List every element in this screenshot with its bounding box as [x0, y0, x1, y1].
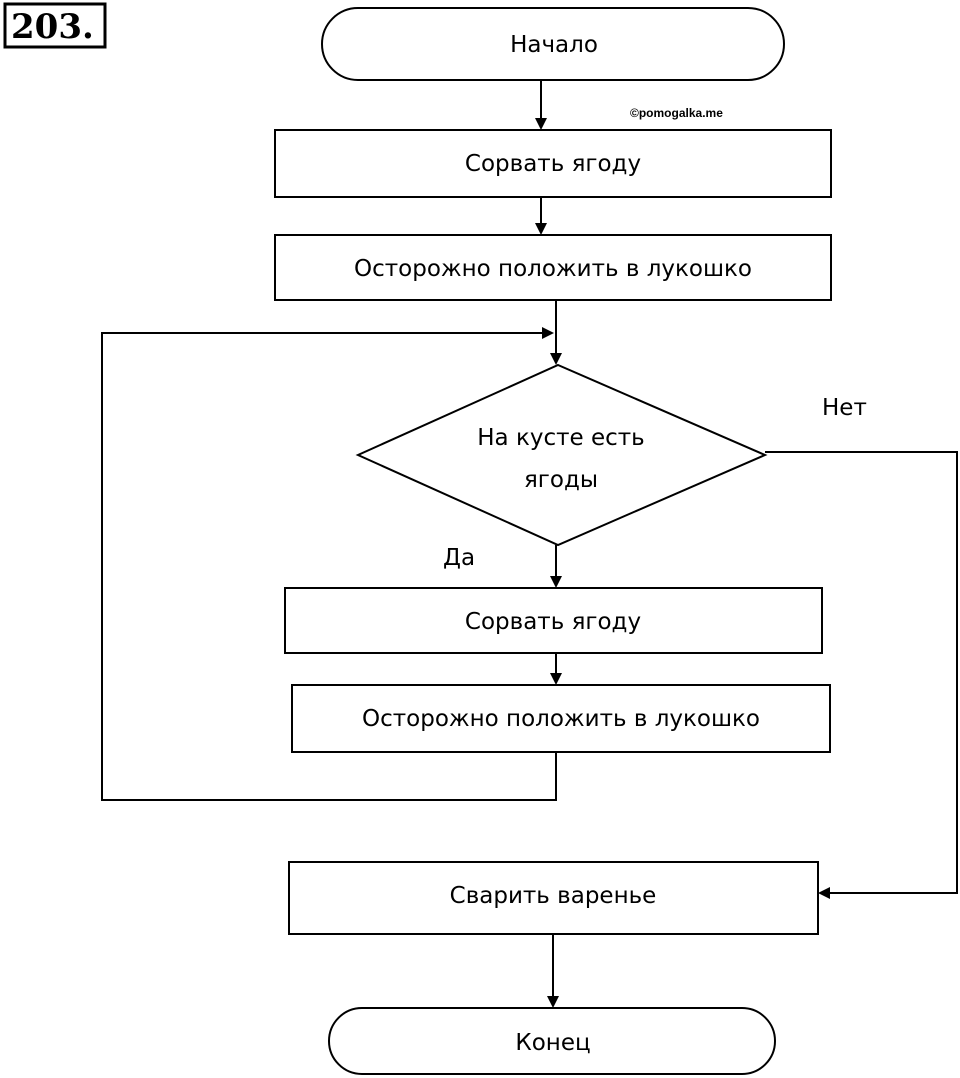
- cook-jam-label: Сварить варенье: [450, 883, 657, 909]
- put-basket-2-label: Осторожно положить в лукошко: [362, 706, 760, 732]
- decision-diamond: На кусте есть ягоды: [355, 363, 768, 547]
- process-put-basket-1: Осторожно положить в лукошко: [274, 234, 832, 301]
- process-pick-berry-1: Сорвать ягоду: [274, 129, 832, 198]
- process-put-basket-2: Осторожно положить в лукошко: [291, 684, 831, 753]
- end-terminator: Конец: [328, 1007, 776, 1075]
- put-basket-1-label: Осторожно положить в лукошко: [354, 256, 752, 282]
- branch-yes-label: Да: [443, 545, 475, 571]
- end-label: Конец: [515, 1030, 590, 1056]
- task-number-badge: 203.: [3, 2, 107, 49]
- decision-label-line2: ягоды: [524, 467, 598, 493]
- watermark-text: ©pomogalka.me: [630, 106, 723, 120]
- process-pick-berry-2: Сорвать ягоду: [284, 587, 823, 654]
- branch-no-label: Нет: [822, 395, 867, 421]
- pick-berry-1-label: Сорвать ягоду: [465, 151, 641, 177]
- decision-label-line1: На кусте есть: [477, 425, 644, 451]
- task-number: 203.: [11, 7, 94, 47]
- process-cook-jam: Сварить варенье: [288, 861, 819, 935]
- pick-berry-2-label: Сорвать ягоду: [465, 609, 641, 635]
- start-label: Начало: [510, 32, 598, 58]
- arrow-no-to-cook: [765, 451, 958, 899]
- start-terminator: Начало: [321, 7, 785, 81]
